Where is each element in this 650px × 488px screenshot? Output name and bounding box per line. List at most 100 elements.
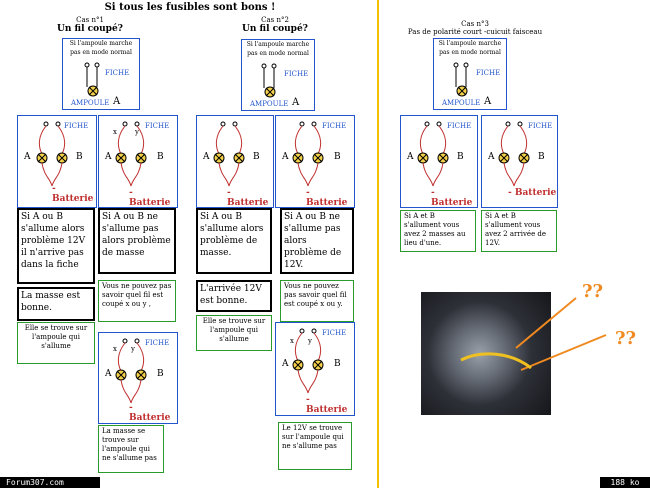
- case-1-number: Cas n°1: [76, 16, 104, 24]
- case-2-name: Un fil coupé?: [242, 24, 308, 34]
- circuit-box: x y FICHE A B - Batterie: [98, 332, 178, 424]
- label-b: B: [157, 369, 164, 379]
- fiche-label: FICHE: [322, 122, 347, 130]
- lamp-diagram: [261, 63, 277, 98]
- circuit-box: FICHE A B - Batterie: [275, 115, 355, 208]
- case-3-top-box: Si l'ampoule marche pas en mode normal F…: [433, 38, 507, 110]
- case-2-number: Cas n°2: [261, 16, 289, 24]
- label-b: B: [334, 152, 341, 162]
- batterie-label: - Batterie: [129, 188, 171, 208]
- batterie-label: - Batterie: [306, 188, 348, 208]
- case-1-top-box: Si l'ampoule marche pas en mode normal F…: [62, 38, 140, 110]
- label-a: A: [105, 369, 112, 379]
- top-box-fiche: FICHE: [476, 69, 501, 77]
- label-a: A: [488, 152, 495, 162]
- case-3-number: Cas n°3: [461, 20, 489, 28]
- fiche-label: FICHE: [64, 122, 89, 130]
- label-b: B: [157, 152, 164, 162]
- label-y: y: [135, 128, 139, 136]
- top-box-a: A: [113, 96, 121, 107]
- circuit-box: FICHE A B - Batterie: [400, 115, 478, 208]
- case-2-left-green: Elle se trouve sur l'ampoule qui s'allum…: [196, 315, 272, 351]
- circuit-diagram: [292, 328, 324, 394]
- circuit-box: FICHE A B - Batterie: [17, 115, 97, 208]
- label-a: A: [282, 359, 289, 369]
- case-3-name: Pas de polarité court -cuicuit faisceau: [407, 28, 543, 36]
- batterie-label: - Batterie: [508, 188, 557, 198]
- circuit-box: A B - Batterie: [196, 115, 274, 208]
- fiche-label: FICHE: [322, 329, 347, 337]
- circuit-box: FICHE A B - Batterie: [481, 115, 558, 208]
- top-box-a: A: [484, 96, 492, 107]
- case-2-top-box: Si l'ampoule marche pas en mode normal F…: [241, 39, 315, 111]
- photo-annotations: [460, 297, 607, 371]
- fiche-label: FICHE: [528, 122, 553, 130]
- label-b: B: [457, 152, 464, 162]
- top-box-fiche: FICHE: [105, 69, 130, 77]
- label-a: A: [24, 152, 31, 162]
- top-box-line2: pas en mode normal: [247, 50, 309, 57]
- batterie-label: - Batterie: [52, 184, 94, 204]
- case-1-left-text-b: La masse est bonne.: [17, 287, 95, 321]
- case-2-right-green: Vous ne pouvez pas savoir quel fil est c…: [280, 280, 354, 322]
- case-3-header: Cas n°3 Pas de polarité court -cuicuit f…: [400, 20, 550, 36]
- footer-size: 188 ko: [600, 477, 650, 488]
- top-box-line1: Si l'ampoule marche: [69, 40, 133, 47]
- lamp-diagram: [84, 62, 100, 97]
- label-y: y: [131, 345, 135, 353]
- circuit-diagram: [417, 121, 449, 187]
- batterie-label: - Batterie: [129, 403, 171, 423]
- case-2-left-text-b: L'arrivée 12V est bonne.: [196, 280, 272, 312]
- lamp-diagram: [453, 62, 469, 97]
- label-x: x: [113, 128, 117, 136]
- label-b: B: [538, 152, 545, 162]
- top-box-line1: Si l'ampoule marche: [438, 40, 502, 47]
- top-box-line2: pas en mode normal: [439, 49, 501, 56]
- case-1-right-green: Vous ne pouvez pas savoir quel fil est c…: [98, 280, 176, 322]
- circuit-box: x y FICHE A B - Batterie: [98, 115, 178, 208]
- batterie-label: - Batterie: [306, 395, 348, 415]
- case-1-bottom-green: La masse se trouve sur l'ampoule qui ne …: [98, 425, 164, 473]
- top-box-line1: Si l'ampoule marche: [246, 41, 310, 48]
- question-marks-2: ??: [615, 328, 637, 349]
- case-1-left-text: Si A ou B s'allume alors problème 12V il…: [17, 208, 95, 284]
- footer-site: Forum307.com: [0, 477, 100, 488]
- fiche-label: FICHE: [145, 339, 170, 347]
- case-2-header: Cas n°2 Un fil coupé?: [230, 16, 320, 34]
- label-a: A: [407, 152, 414, 162]
- label-b: B: [334, 359, 341, 369]
- label-a: A: [105, 152, 112, 162]
- label-x: x: [290, 337, 294, 345]
- circuit-box: x y FICHE A B - Batterie: [275, 322, 355, 416]
- case-2-right-text: Si A ou B ne s'allume pas alors problème…: [280, 208, 354, 274]
- top-box-fiche: FICHE: [284, 70, 309, 78]
- case-1-name: Un fil coupé?: [57, 24, 123, 34]
- case-2-left-text: Si A ou B s'allume alors problème de mas…: [196, 208, 272, 274]
- label-y: y: [308, 337, 312, 345]
- label-b: B: [253, 152, 260, 162]
- label-b: B: [76, 152, 83, 162]
- top-box-ampoule: AMPOULE: [250, 100, 289, 108]
- top-box-line2: pas en mode normal: [70, 49, 132, 56]
- batterie-label: - Batterie: [431, 188, 473, 208]
- top-box-a: A: [292, 97, 300, 108]
- fiche-label: FICHE: [145, 122, 170, 130]
- circuit-diagram: [292, 121, 324, 187]
- case-3-right-green: Si A et B s'allument vous avez 2 arrivée…: [481, 210, 557, 252]
- case-1-right-text: Si A ou B ne s'allume pas alors problème…: [98, 208, 176, 274]
- circuit-diagram: [36, 121, 68, 187]
- label-x: x: [113, 345, 117, 353]
- batterie-label: - Batterie: [227, 188, 269, 208]
- top-box-ampoule: AMPOULE: [442, 99, 481, 107]
- label-a: A: [282, 152, 289, 162]
- circuit-diagram: [115, 121, 147, 187]
- top-box-ampoule: AMPOULE: [71, 99, 110, 107]
- circuit-diagram: [115, 338, 147, 404]
- circuit-diagram: [213, 121, 245, 187]
- page-title: Si tous les fusibles sont bons !: [104, 2, 276, 13]
- case-3-left-green: Si A et B s'allument vous avez 2 masses …: [400, 210, 476, 252]
- separator-line: [377, 0, 379, 488]
- label-a: A: [203, 152, 210, 162]
- circuit-diagram: [498, 121, 530, 187]
- case-2-bottom-green: Le 12V se trouve sur l'ampoule qui ne s'…: [278, 422, 352, 470]
